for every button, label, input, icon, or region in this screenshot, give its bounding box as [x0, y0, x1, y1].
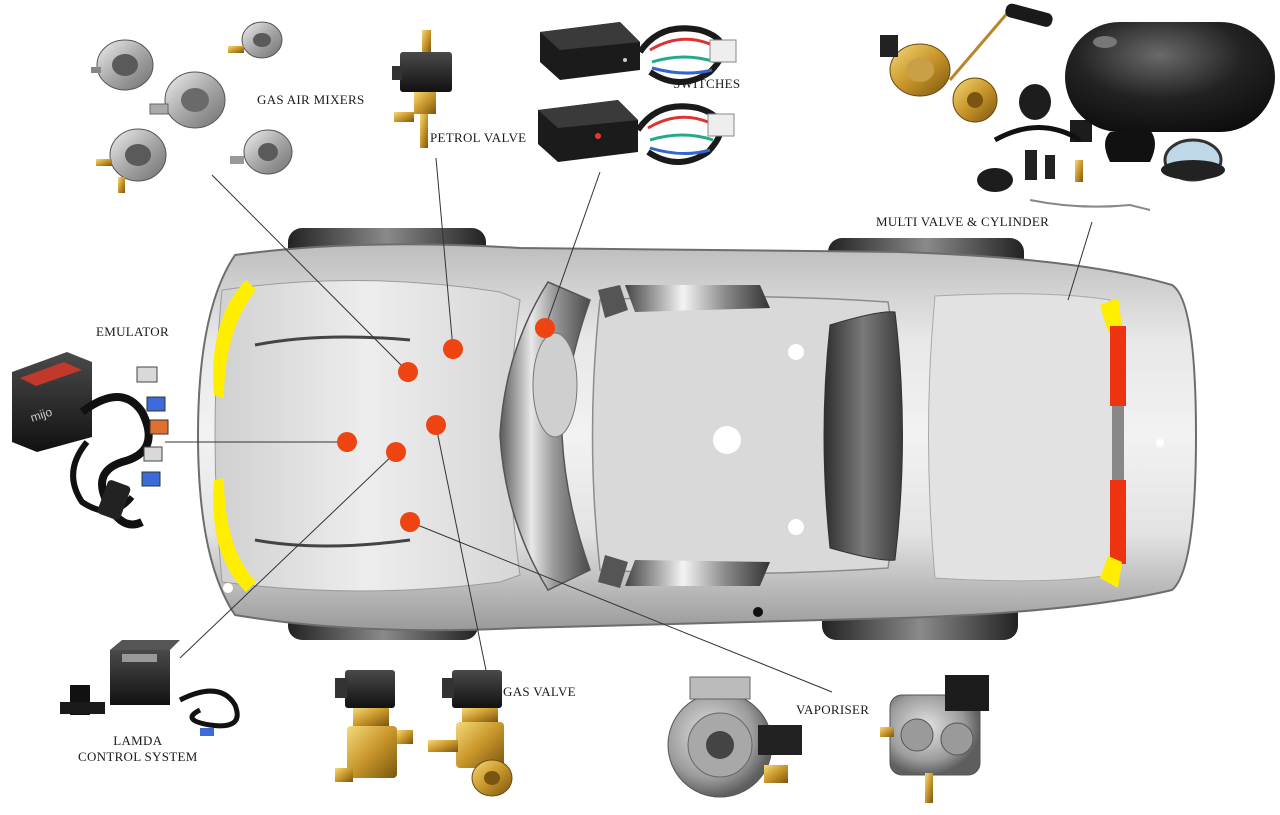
fuel-cap-dot	[1156, 439, 1164, 447]
marker-switches	[535, 318, 555, 338]
leader-switches	[544, 171, 601, 329]
gas-cylinder-icon	[1065, 22, 1275, 182]
leader-multi-valve	[1067, 221, 1093, 301]
leader-lines	[165, 157, 1093, 693]
leader-gas-air-mixers	[211, 174, 409, 373]
leader-vaporiser	[409, 521, 833, 693]
side-window-top	[625, 285, 770, 312]
leader-petrol-valve	[435, 157, 454, 350]
label-vaporiser: VAPORISER	[796, 702, 870, 717]
marker-petrol-valve	[443, 339, 463, 359]
hood-crease-top	[254, 335, 411, 347]
car-top-view	[196, 228, 1198, 640]
tail-light-center	[1112, 406, 1124, 480]
car-boot	[928, 293, 1115, 582]
mirror-reflection	[532, 332, 578, 438]
roof-dot-top	[788, 344, 804, 360]
roof-hole	[713, 426, 741, 454]
switch-box-icon	[538, 22, 737, 165]
marker-vaporiser	[400, 512, 420, 532]
marker-gas-valve	[426, 415, 446, 435]
gas-air-mixer-icon	[91, 21, 293, 193]
emulator-icon: mijo	[12, 352, 169, 529]
svg-text:mijo: mijo	[29, 405, 55, 425]
marker-emulator	[337, 432, 357, 452]
gas-valve-icon	[335, 670, 513, 797]
lambda-controller-icon	[60, 640, 240, 736]
leader-gas-valve	[435, 425, 489, 681]
label-gas-valve: GAS VALVE	[503, 684, 576, 699]
label-emulator: EMULATOR	[96, 324, 169, 339]
label-multi-valve-cylinder: MULTI VALVE & CYLINDER	[876, 214, 1050, 229]
marker-lamda	[386, 442, 406, 462]
hood-crease-bottom	[254, 538, 411, 548]
body-dot	[753, 607, 763, 617]
side-window-bottom	[625, 560, 770, 586]
front-light-dot	[223, 583, 233, 593]
front-indicator-top	[213, 280, 256, 398]
car-roof	[591, 295, 900, 575]
roof-dot-bottom	[788, 519, 804, 535]
front-indicator-bottom	[213, 478, 256, 592]
label-lamda-line2: CONTROL SYSTEM	[78, 749, 198, 764]
label-switches: SWITCHES	[673, 76, 741, 91]
label-gas-air-mixers: GAS AIR MIXERS	[257, 92, 365, 107]
leader-lamda	[179, 451, 397, 659]
multi-valve-icon	[880, 3, 1151, 211]
rear-window	[823, 311, 903, 561]
vaporiser-icon	[667, 675, 989, 803]
quarter-glass-top	[598, 285, 628, 318]
petrol-valve-icon	[392, 30, 452, 148]
quarter-glass-bottom	[598, 555, 628, 588]
label-lamda-line1: LAMDA	[113, 733, 163, 748]
marker-gas-air-mixers	[398, 362, 418, 382]
tail-light-top-amber	[1100, 298, 1122, 332]
label-petrol-valve: PETROL VALVE	[430, 130, 527, 145]
label-lamda-control-system: LAMDA CONTROL SYSTEM	[78, 733, 198, 765]
tail-light-bottom-amber	[1100, 556, 1122, 588]
connection-markers	[337, 318, 555, 532]
tail-light-bottom	[1110, 480, 1126, 564]
tail-light-top	[1110, 326, 1126, 406]
